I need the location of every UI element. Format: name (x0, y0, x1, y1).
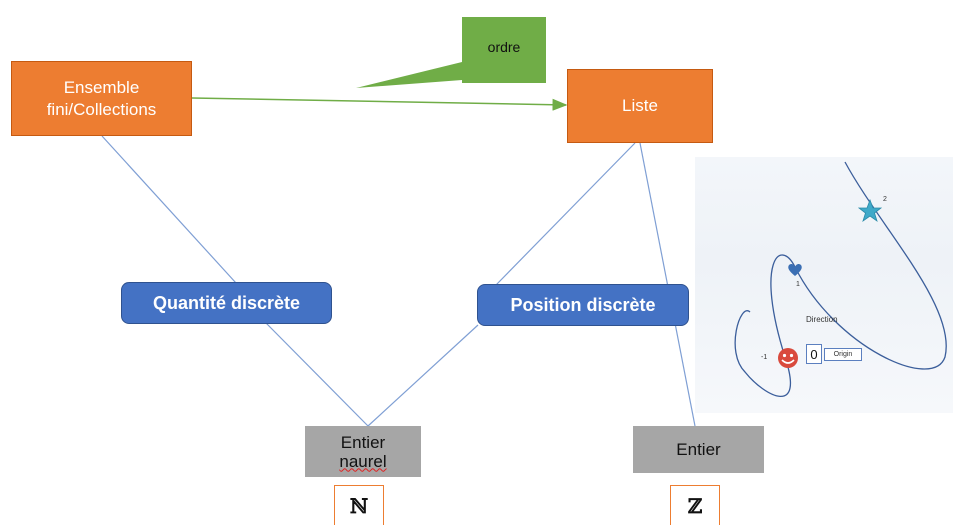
entier-naturel-line1: Entier (340, 432, 386, 452)
label-2: 2 (883, 196, 887, 203)
entier-naturel-line2: naurel (339, 451, 387, 471)
ensemble-box: Ensemble fini/Collections (11, 61, 192, 136)
spiral-curve (734, 161, 947, 398)
origin-box: Origin (824, 348, 862, 361)
integers-symbol: ℤ (670, 485, 720, 525)
line-position-naturel (367, 324, 479, 427)
ordre-callout-tail (356, 62, 462, 88)
number-line-inset: 2 1 Direction -1 0 Origin (695, 157, 953, 413)
smiley-icon (778, 348, 798, 368)
entier-box: Entier (633, 426, 764, 473)
line-ensemble-quantite (101, 135, 237, 284)
quantite-pill: Quantité discrète (121, 282, 332, 324)
heart-icon (788, 263, 802, 276)
zero-box: 0 (806, 344, 822, 364)
position-pill: Position discrète (477, 284, 689, 326)
ordre-callout: ordre (462, 17, 546, 83)
line-quantite-naturel (265, 322, 369, 427)
direction-label: Direction (806, 315, 838, 324)
liste-box: Liste (567, 69, 713, 143)
label-minus-1: -1 (761, 354, 768, 361)
arrow-ensemble-to-liste (191, 97, 568, 111)
star-icon (858, 199, 882, 223)
entier-naturel-box: Entier naurel (305, 426, 421, 477)
line-liste-position (495, 142, 636, 286)
naturals-symbol: ℕ (334, 485, 384, 525)
label-1: 1 (796, 281, 800, 288)
